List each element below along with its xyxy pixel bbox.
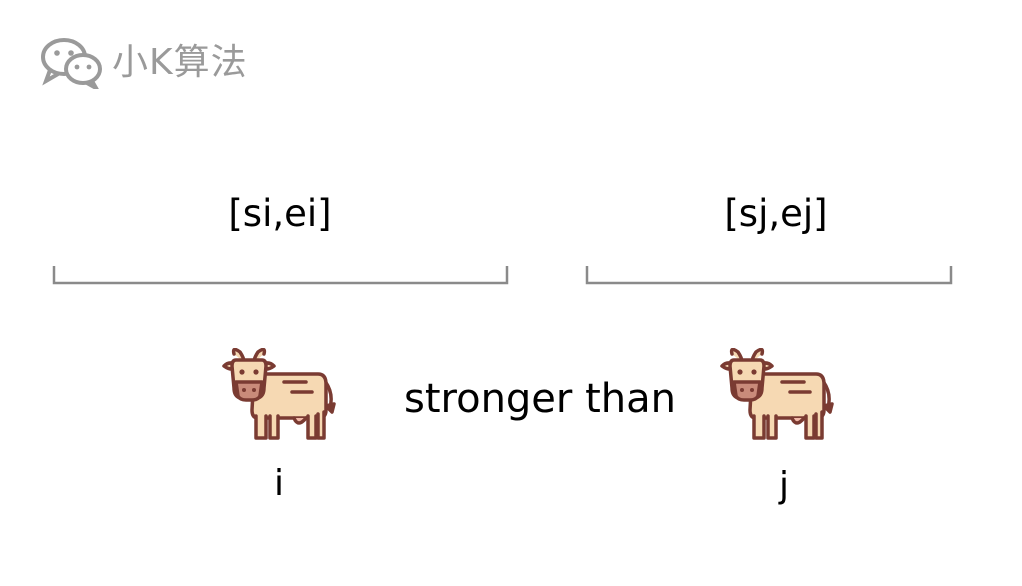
- cow-label-j: j: [778, 465, 789, 506]
- interval-label-j: [sj,ej]: [724, 192, 828, 235]
- cow-icon: [222, 348, 336, 440]
- interval-bracket-i: [52, 266, 509, 285]
- interval-label-i: [si,ei]: [228, 192, 332, 235]
- relation-text: stronger than: [404, 376, 676, 422]
- watermark: 小K算法: [40, 36, 248, 90]
- cow-label-i: i: [273, 463, 284, 504]
- interval-bracket-j: [585, 266, 953, 285]
- cow-icon: [720, 348, 834, 440]
- wechat-icon: [40, 37, 104, 89]
- brand-text: 小K算法: [112, 42, 248, 83]
